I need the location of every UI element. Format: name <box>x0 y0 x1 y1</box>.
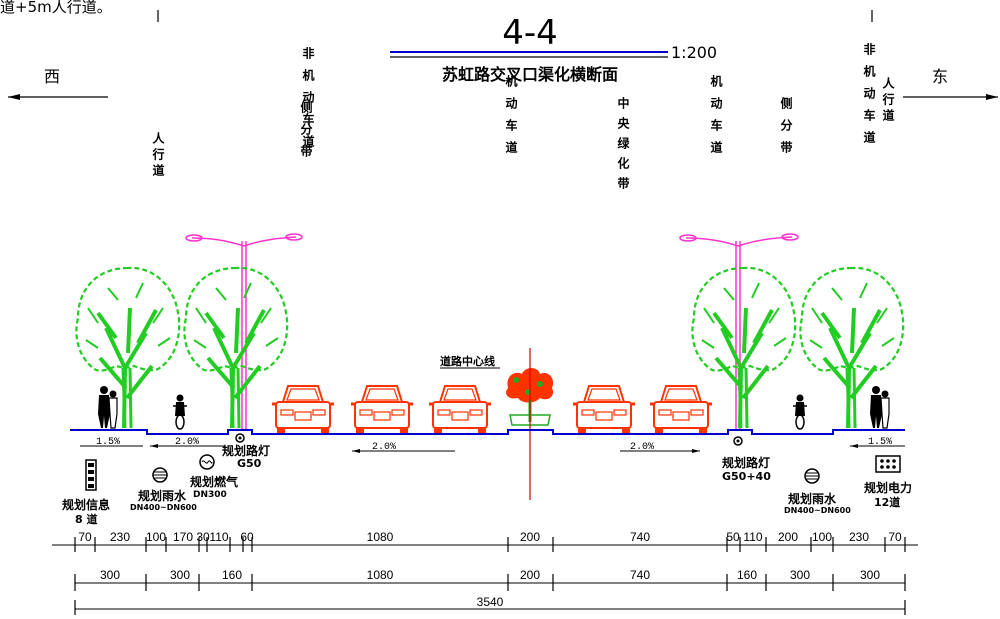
lane-label-divider-east: 侧分带 <box>727 96 793 154</box>
lane-label-sidewalk-west: 人行道 <box>117 131 165 177</box>
dim1-9: 740 <box>630 530 650 544</box>
info-duct-icon <box>85 459 97 491</box>
east-label: 东 <box>932 67 948 86</box>
rain-pipe-east-icon <box>804 468 820 484</box>
car-west-1 <box>270 384 336 436</box>
gas-pipe-label: 规划燃气 <box>190 474 238 489</box>
dim1-2: 100 <box>146 530 166 544</box>
lane-label-nonmotor-east: 非机动车道 <box>766 42 876 144</box>
slope-label-3: 2.0% <box>372 442 396 453</box>
dim2-7: 300 <box>790 568 810 582</box>
pedestrian-west <box>97 385 118 429</box>
lane-label-sidewalk-east: 人行道 <box>847 76 895 122</box>
dimension-total <box>74 600 906 615</box>
rain-pipe-east-size: DN400~DN600 <box>784 506 851 515</box>
lane-label-motor-west: 机动车道 <box>430 74 518 154</box>
dim1-1: 230 <box>110 530 130 544</box>
power-duct-count: 12道 <box>874 495 900 509</box>
gas-pipe-size: DN300 <box>193 490 227 500</box>
drawing-title: 苏虹路交叉口渠化横断面 <box>442 65 618 84</box>
dim1-12: 200 <box>778 530 798 544</box>
dim1-3: 170 <box>173 530 193 544</box>
dim2-1: 300 <box>170 568 190 582</box>
dim1-5: 110 <box>209 530 228 544</box>
lane-label-motor-east: 机动车道 <box>635 74 723 154</box>
dim1-13: 100 <box>812 530 832 544</box>
dim1-14: 230 <box>849 530 869 544</box>
section-id: 4-4 <box>502 13 558 53</box>
dim-total-label: 3540 <box>477 595 504 609</box>
slope-label-4: 2.0% <box>630 442 654 453</box>
car-east-2 <box>648 384 714 436</box>
power-duct-label: 规划电力 <box>864 480 912 495</box>
dim1-10: 50 <box>726 530 740 544</box>
rain-pipe-west-size: DN400~DN600 <box>130 503 197 512</box>
dim2-4: 200 <box>520 568 540 582</box>
rain-pipe-east-label: 规划雨水 <box>788 491 837 506</box>
west-arrow <box>8 94 108 100</box>
info-duct-label: 规划信息 <box>62 497 110 512</box>
dim1-0: 70 <box>78 530 92 544</box>
lamp-cable-east-label: 规划路灯 <box>722 455 770 470</box>
west-label: 西 <box>44 67 60 86</box>
lamp-cable-west-label: 规划路灯 <box>222 443 270 458</box>
dim2-5: 740 <box>630 568 650 582</box>
lamp-cable-west-icon <box>235 433 245 443</box>
east-arrow <box>903 94 998 100</box>
info-duct-count: 8 道 <box>75 512 97 526</box>
slope-label-5: 1.5% <box>868 437 892 448</box>
car-east-1 <box>571 384 637 436</box>
dim1-7: 1080 <box>367 530 394 544</box>
lamp-cable-east-size: G50+40 <box>722 470 771 483</box>
dimension-row-2 <box>74 574 906 591</box>
dim1-11: 110 <box>743 530 762 544</box>
dimension-row-1 <box>52 537 918 552</box>
scale-label: 1:200 <box>671 43 717 62</box>
dim2-0: 300 <box>100 568 120 582</box>
pedestrian-east <box>869 385 890 429</box>
slope-label-1: 1.5% <box>96 437 120 448</box>
tree-east-2 <box>798 265 906 430</box>
dim1-4: 30 <box>196 530 210 544</box>
tree-west-1 <box>74 265 182 430</box>
dim2-6: 160 <box>737 568 757 582</box>
dim2-3: 1080 <box>367 568 394 582</box>
dim1-8: 200 <box>520 530 540 544</box>
rain-pipe-west-label: 规划雨水 <box>138 488 187 503</box>
gas-pipe-icon <box>199 454 215 470</box>
tree-west-2 <box>182 265 290 430</box>
slope-arrows <box>80 444 905 453</box>
dim1-15: 70 <box>888 530 902 544</box>
lamp-cable-west-size: G50 <box>237 457 262 470</box>
lamp-cable-east-icon <box>733 436 743 446</box>
car-west-2 <box>349 384 415 436</box>
power-duct-icon <box>875 455 901 473</box>
lane-label-nonmotor-west: 非机动车道 <box>205 46 315 148</box>
street-lamp-east <box>679 233 799 430</box>
car-west-3 <box>427 384 493 436</box>
slope-label-2: 2.0% <box>175 437 199 448</box>
dim2-8: 300 <box>860 568 880 582</box>
top-note: 道+5m人行道。 <box>0 0 112 16</box>
dim1-6: 60 <box>240 530 254 544</box>
lane-label-divider-west: 侧分带 <box>247 100 313 158</box>
lane-label-median: 中央绿化带 <box>530 96 630 190</box>
rain-pipe-west-icon <box>152 467 168 483</box>
cyclist-east <box>792 393 808 430</box>
cyclist-west <box>172 393 188 430</box>
centerline-label: 道路中心线 <box>440 354 495 368</box>
street-lamp-west <box>185 233 303 430</box>
road-surface-profile <box>70 429 905 435</box>
dim2-2: 160 <box>222 568 242 582</box>
